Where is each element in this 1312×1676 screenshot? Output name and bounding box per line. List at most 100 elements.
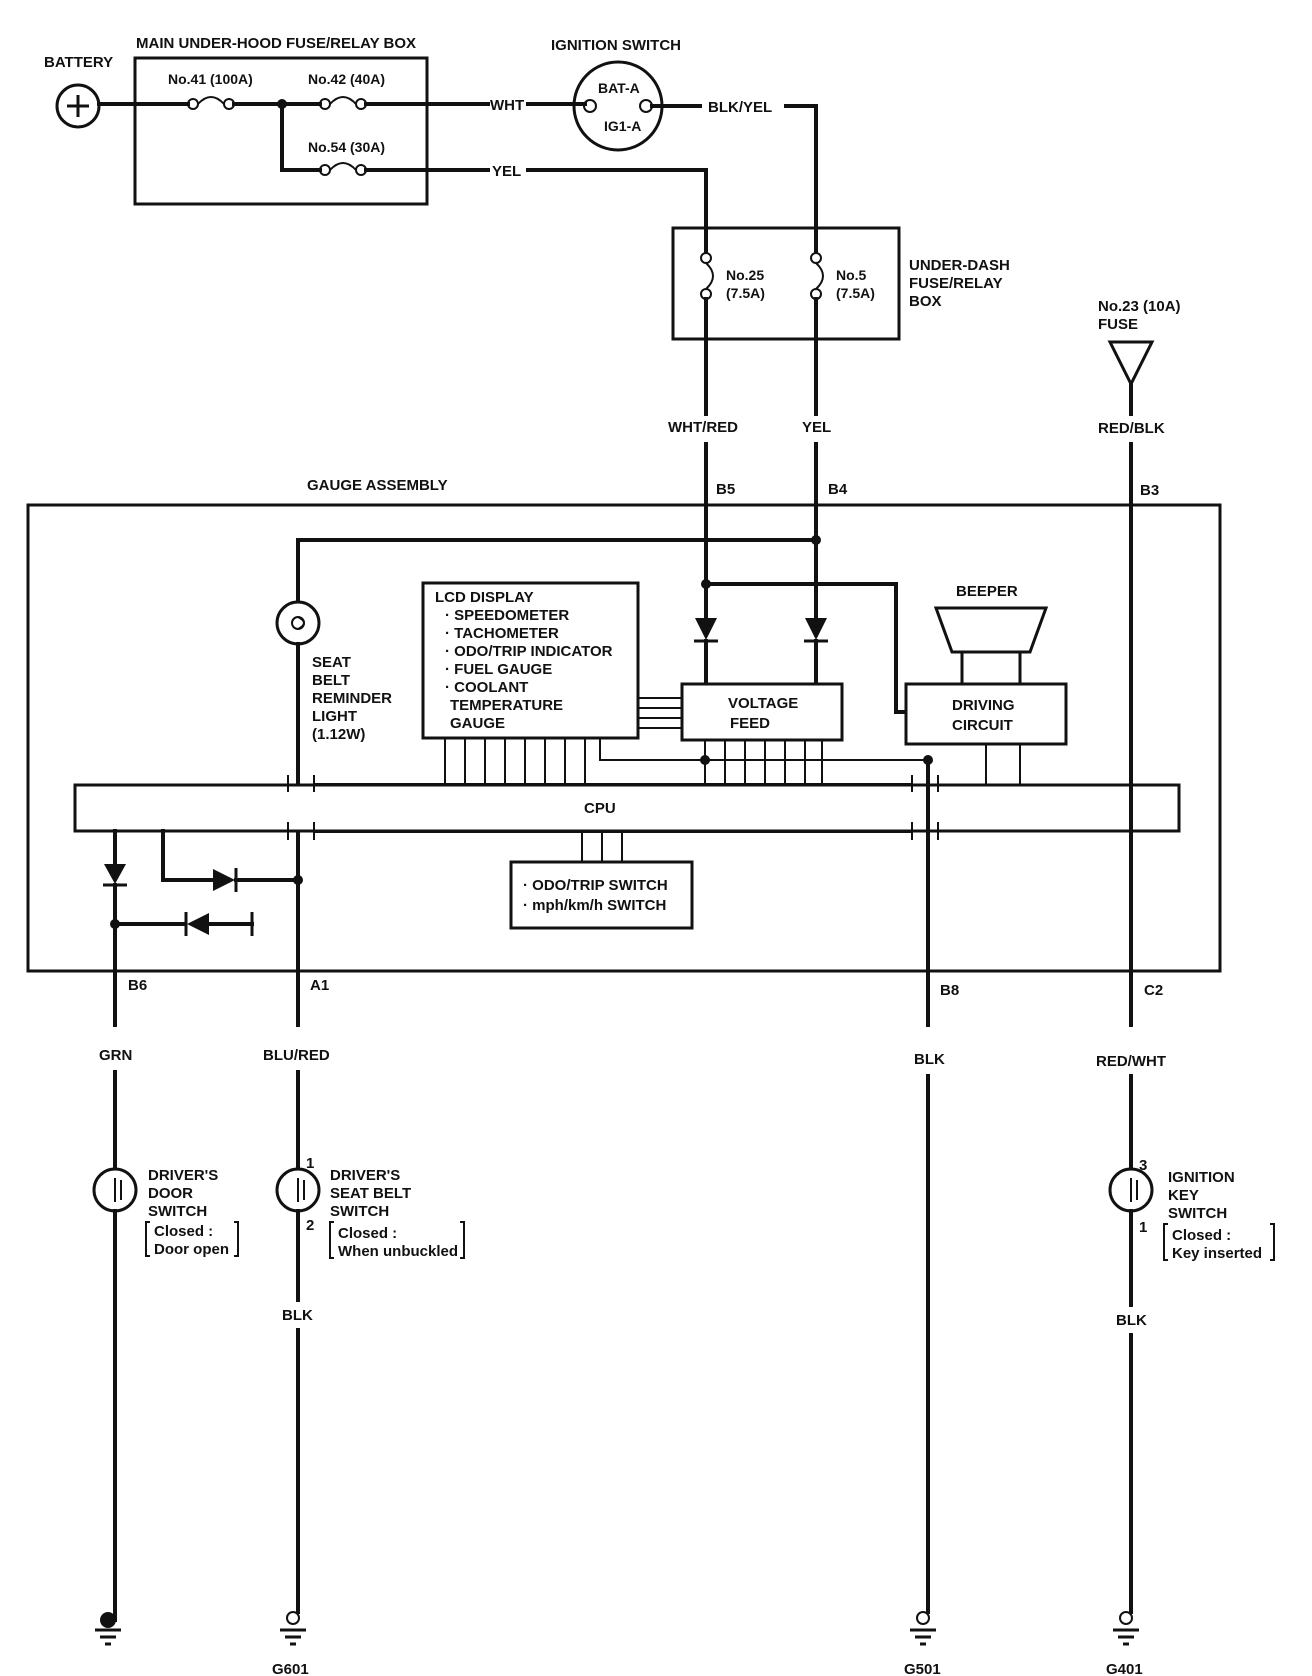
battery-label: BATTERY	[44, 54, 113, 71]
fuse-23-label-2: FUSE	[1098, 316, 1138, 333]
door-switch-line-2: DOOR	[148, 1185, 193, 1202]
pin-b4: B4	[828, 481, 848, 498]
wire-wht: WHT	[490, 97, 524, 114]
ignition-key-note-1: Closed :	[1172, 1227, 1231, 1244]
door-switch-note-1: Closed :	[154, 1223, 213, 1240]
odo-trip-switch-block: · ODO/TRIP SWITCH · mph/km/h SWITCH	[509, 860, 694, 930]
seat-belt-switch-note-1: Closed :	[338, 1225, 397, 1242]
beeper-label: BEEPER	[956, 583, 1018, 600]
seat-belt-light-line-2: BELT	[312, 672, 350, 689]
fuse-54	[319, 162, 367, 176]
wire-blk-yel: BLK/YEL	[708, 99, 772, 116]
seat-belt-light-line-1: SEAT	[312, 654, 351, 671]
under-dash-label-2: FUSE/RELAY	[909, 275, 1003, 292]
voltage-feed-block: VOLTAGE FEED	[680, 682, 844, 742]
lcd-display-block: LCD DISPLAY · SPEEDOMETER · TACHOMETER ·…	[421, 581, 640, 740]
door-switch-line-3: SWITCH	[148, 1203, 207, 1220]
pin-b8: B8	[940, 982, 959, 999]
driving-circuit-block: DRIVING CIRCUIT	[904, 682, 1068, 746]
switch-line-1: · ODO/TRIP SWITCH	[523, 877, 668, 894]
cpu-bus-lines	[287, 775, 939, 840]
lcd-item-2: · TACHOMETER	[445, 625, 559, 642]
lcd-item-3: · ODO/TRIP INDICATOR	[445, 643, 613, 660]
diode-b4	[804, 618, 828, 643]
lcd-item-6: TEMPERATURE	[450, 697, 563, 714]
fuse-42-label: No.42 (40A)	[308, 71, 385, 87]
ignition-key-line-2: KEY	[1168, 1187, 1199, 1204]
ground-g501	[910, 1611, 936, 1646]
diode-b5	[694, 618, 718, 643]
wire-red-blk: RED/BLK	[1098, 420, 1165, 437]
ignition-ig1-terminal: IG1-A	[604, 118, 641, 134]
voltage-feed-line-1: VOLTAGE	[728, 695, 798, 712]
fuse-25-label: No.25	[726, 267, 764, 283]
seat-belt-light-line-5: (1.12W)	[312, 726, 365, 743]
under-dash-label-1: UNDER-DASH	[909, 257, 1010, 274]
ground-door	[95, 1612, 121, 1646]
fuse-5-rating: (7.5A)	[836, 285, 875, 301]
under-dash-fuse-box: UNDER-DASH FUSE/RELAY BOX No.25 (7.5A) N…	[671, 226, 1010, 341]
lcd-item-1: · SPEEDOMETER	[445, 607, 569, 624]
ignition-bat-terminal: BAT-A	[598, 80, 640, 96]
pin-c2: C2	[1144, 982, 1163, 999]
wire-yel: YEL	[802, 419, 831, 436]
ignition-key-pin-3: 3	[1139, 1157, 1147, 1174]
lcd-item-4: · FUEL GAUGE	[445, 661, 552, 678]
ignition-key-switch	[1108, 1167, 1154, 1213]
ground-g501-label: G501	[904, 1661, 941, 1676]
seat-belt-switch-note-2: When unbuckled	[338, 1243, 458, 1260]
wire-grn: GRN	[99, 1047, 132, 1064]
fuse-54-label: No.54 (30A)	[308, 139, 385, 155]
cpu-label: CPU	[584, 800, 616, 817]
fuse-42	[319, 96, 367, 110]
wire-yel-top: YEL	[492, 163, 521, 180]
voltage-feed-line-2: FEED	[730, 715, 770, 732]
drivers-seat-belt-switch	[275, 1167, 321, 1213]
door-switch-line-1: DRIVER'S	[148, 1167, 218, 1184]
under-dash-label-3: BOX	[909, 293, 942, 310]
diode-b6	[103, 864, 127, 887]
seat-belt-light-line-3: REMINDER	[312, 690, 392, 707]
driving-circuit-line-2: CIRCUIT	[952, 717, 1013, 734]
lcd-item-5: · COOLANT	[445, 679, 528, 696]
fuse-41	[187, 96, 235, 110]
wire-wht-red: WHT/RED	[668, 419, 738, 436]
ground-g601-label: G601	[272, 1661, 309, 1676]
wire-blu-red: BLU/RED	[263, 1047, 330, 1064]
fuse-5-label: No.5	[836, 267, 867, 283]
drivers-door-switch	[92, 1167, 138, 1213]
wire-blk-g601: BLK	[282, 1307, 313, 1324]
driving-circuit-line-1: DRIVING	[952, 697, 1015, 714]
pin-b5: B5	[716, 481, 735, 498]
ignition-switch: IGNITION SWITCH BAT-A IG1-A	[551, 37, 681, 152]
seat-belt-switch-line-1: DRIVER'S	[330, 1167, 400, 1184]
seat-belt-light-line-4: LIGHT	[312, 708, 357, 725]
wire-red-wht: RED/WHT	[1096, 1053, 1166, 1070]
switch-line-2: · mph/km/h SWITCH	[523, 897, 666, 914]
seat-belt-switch-line-3: SWITCH	[330, 1203, 389, 1220]
ignition-switch-label: IGNITION SWITCH	[551, 37, 681, 54]
ground-g401-label: G401	[1106, 1661, 1143, 1676]
main-box-label: MAIN UNDER-HOOD FUSE/RELAY BOX	[136, 35, 416, 52]
battery: BATTERY	[44, 54, 113, 129]
seat-belt-switch-pin-2: 2	[306, 1217, 314, 1234]
ground-g401	[1113, 1611, 1139, 1646]
ignition-key-pin-1: 1	[1139, 1219, 1147, 1236]
ignition-key-line-1: IGNITION	[1168, 1169, 1235, 1186]
pin-b6: B6	[128, 977, 147, 994]
beeper: BEEPER	[933, 583, 1049, 684]
gauge-assembly-label: GAUGE ASSEMBLY	[307, 477, 448, 494]
lcd-item-7: GAUGE	[450, 715, 505, 732]
main-under-hood-fuse-box: MAIN UNDER-HOOD FUSE/RELAY BOX No.41 (10…	[133, 35, 429, 206]
seat-belt-switch-pin-1: 1	[306, 1155, 314, 1172]
fuse-23-label: No.23 (10A)	[1098, 298, 1181, 315]
fuse-41-label: No.41 (100A)	[168, 71, 253, 87]
cpu-block: CPU	[73, 783, 1181, 833]
pin-b3: B3	[1140, 482, 1159, 499]
wire-blk-b8: BLK	[914, 1051, 945, 1068]
door-switch-note-2: Door open	[154, 1241, 229, 1258]
diode-from-a1	[184, 912, 209, 936]
ground-g601	[280, 1611, 306, 1646]
ignition-key-line-3: SWITCH	[1168, 1205, 1227, 1222]
